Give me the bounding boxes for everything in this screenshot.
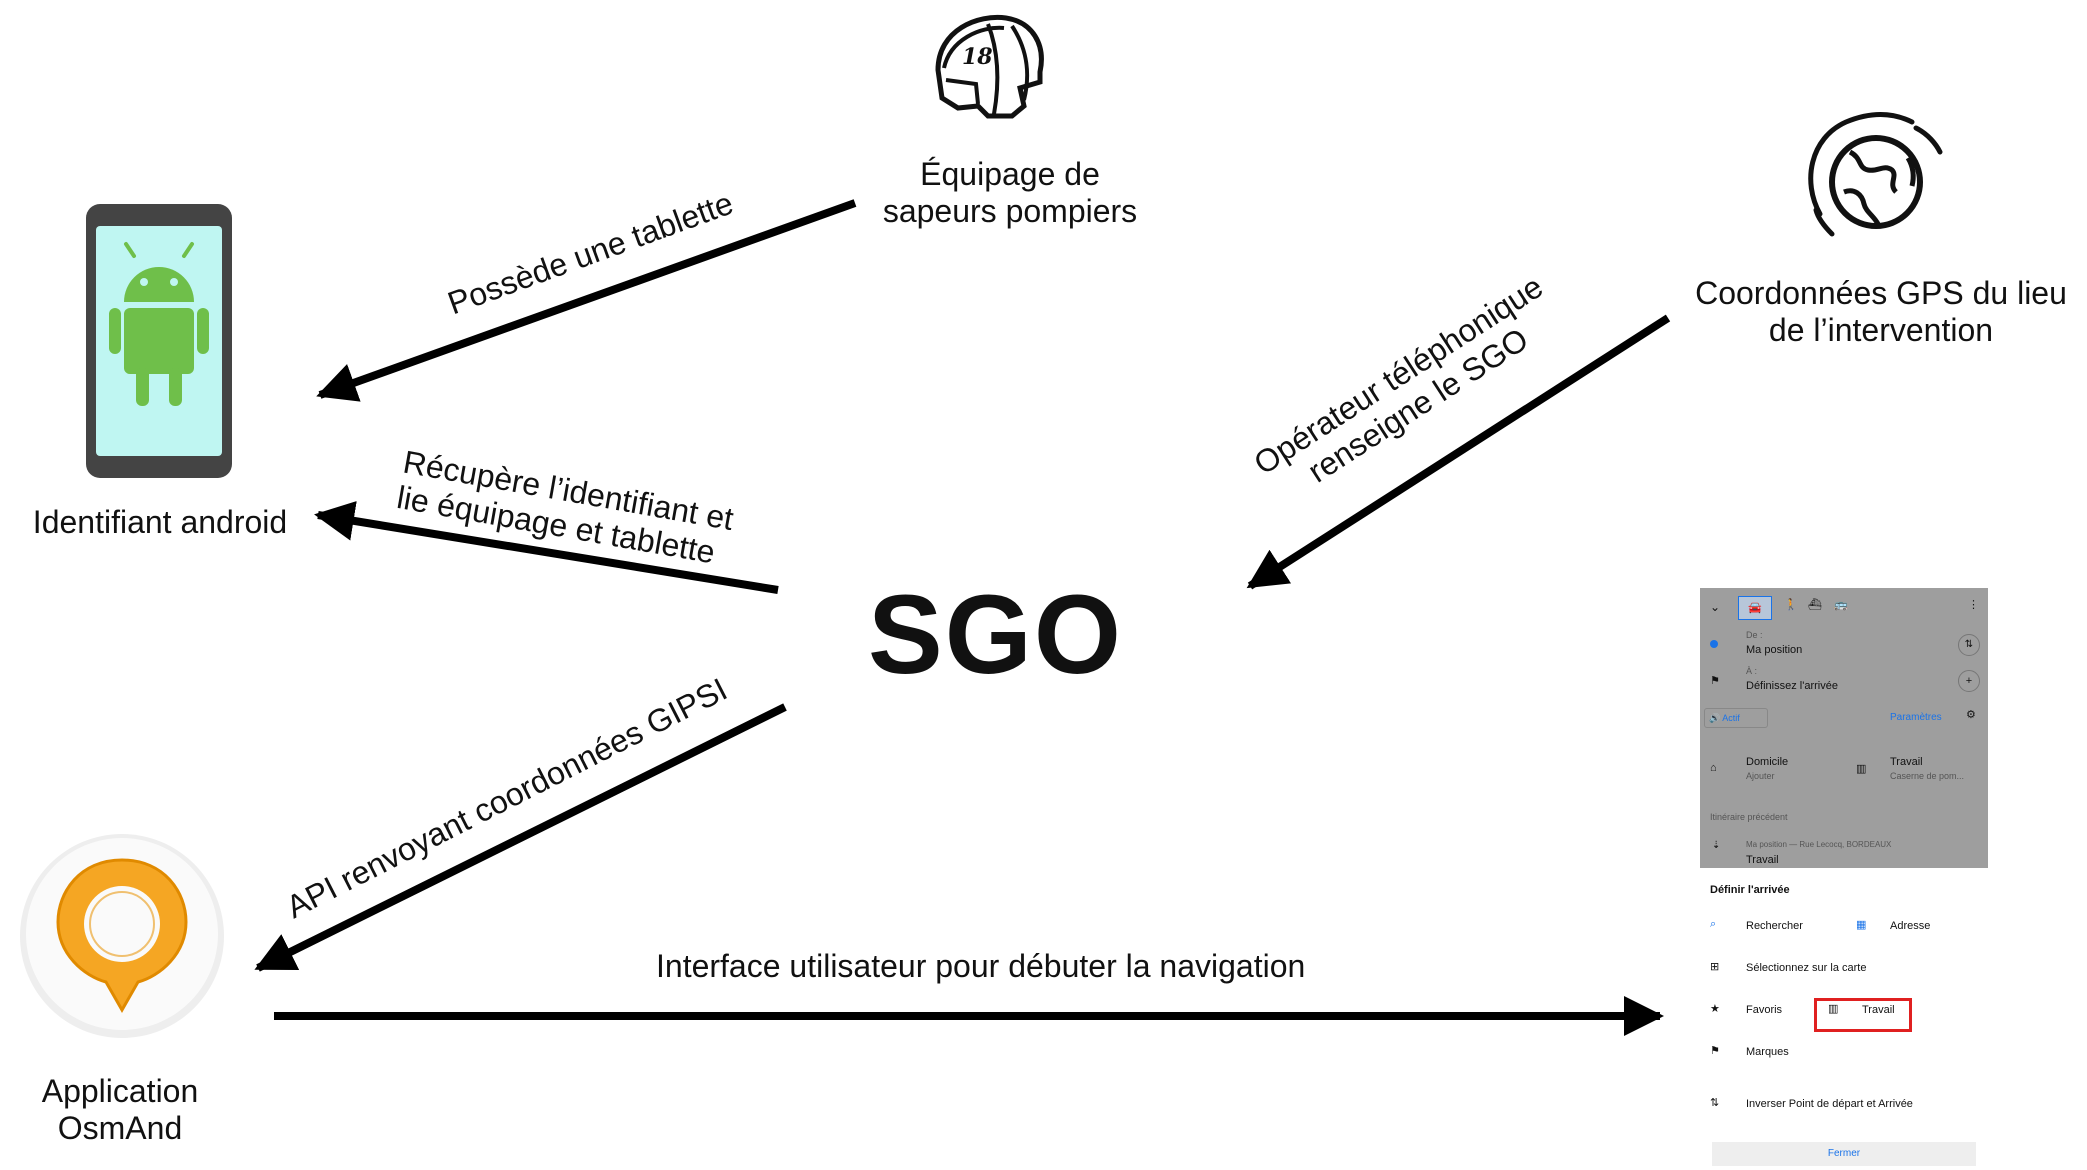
previous-route: Itinéraire précédent ⇣ Ma position — Rue… (1700, 810, 1988, 866)
boat-mode-icon[interactable]: ⛴ (1808, 599, 1822, 611)
highlight-box (1814, 998, 1912, 1032)
swap-arrows-icon: ⇅ (1710, 1097, 1720, 1109)
android-tablet-icon (86, 204, 232, 478)
previous-to[interactable]: Travail (1746, 854, 1779, 866)
address-icon: ▦ (1856, 919, 1867, 931)
building-icon: ▥ (1856, 763, 1867, 775)
osmand-route-screen: ⌄ 🚘 🚶 ⛴ 🚌 ⋮ De : Ma position ⇅ ⚑ À : Déf… (1700, 588, 1988, 1170)
crew-label-line2: sapeurs pompiers (882, 193, 1138, 229)
favorites-option-row: ★ Favoris ▥ Travail (1700, 1002, 1988, 1028)
route-options-bar: 🔊 Actif Paramètres ⚙ (1700, 706, 1988, 730)
add-icon[interactable]: + (1958, 670, 1980, 692)
to-value: Définissez l'arrivée (1746, 680, 1838, 692)
flag-icon: ⚑ (1710, 675, 1720, 687)
markers-option: Marques (1746, 1046, 1789, 1058)
mode-chip-label: Actif (1722, 713, 1740, 723)
swap-option: Inverser Point de départ et Arrivée (1746, 1098, 1913, 1110)
gps-label-line2: de l’intervention (1768, 312, 1994, 348)
from-label: De : (1746, 630, 1763, 640)
location-dot-icon (1710, 640, 1718, 648)
android-label: Identifiant android (32, 504, 288, 540)
osmand-app-icon (20, 834, 224, 1038)
osmand-label-line1: Application (41, 1073, 199, 1109)
home-sub: Ajouter (1746, 771, 1775, 781)
map-select-icon: ⊞ (1710, 961, 1720, 973)
home-title[interactable]: Domicile (1746, 756, 1789, 768)
sheet-title: Définir l'arrivée (1710, 884, 1790, 896)
osmand-label: Application OsmAnd (0, 1073, 240, 1147)
to-label: À : (1746, 666, 1758, 676)
select-map-row[interactable]: ⊞ Sélectionnez sur la carte (1700, 960, 1988, 986)
swap-row[interactable]: ⇅ Inverser Point de départ et Arrivée (1700, 1096, 1988, 1122)
settings-link[interactable]: Paramètres (1890, 712, 1942, 723)
favorite-work-icon: ▥ (1828, 1003, 1839, 1015)
gear-icon[interactable]: ⚙ (1966, 709, 1976, 721)
close-button[interactable]: Fermer (1712, 1142, 1976, 1166)
search-row: ⌕ Rechercher ▦ Adresse (1700, 918, 1988, 944)
address-option[interactable]: Adresse (1890, 920, 1931, 932)
search-icon: ⌕ (1710, 918, 1717, 930)
previous-from: Ma position — Rue Lecocq, BORDEAUX (1746, 840, 1892, 849)
mode-chip[interactable]: 🔊 Actif (1704, 708, 1768, 728)
markers-row[interactable]: ⚑ Marques (1700, 1044, 1988, 1070)
work-sub: Caserne de pom... (1890, 771, 1965, 781)
dimmed-background: ⌄ 🚘 🚶 ⛴ 🚌 ⋮ De : Ma position ⇅ ⚑ À : Déf… (1700, 588, 1988, 868)
edge-crew-to-android (316, 199, 857, 402)
osmand-label-line2: OsmAnd (57, 1110, 183, 1146)
favorites-row: ⌂ Domicile Ajouter ▥ Travail Caserne de … (1700, 750, 1988, 792)
work-title[interactable]: Travail (1890, 756, 1923, 768)
favorite-work-chip[interactable]: Travail (1862, 1004, 1895, 1016)
gps-label-line1: Coordonnées GPS du lieu (1695, 275, 2067, 311)
from-value: Ma position (1746, 644, 1803, 656)
edge-gps-to-sgo (1246, 314, 1671, 590)
flag-marker-icon: ⚑ (1710, 1045, 1720, 1057)
car-mode-icon[interactable]: 🚘 (1738, 596, 1772, 620)
favorites-option[interactable]: Favoris (1746, 1004, 1783, 1016)
from-field[interactable]: De : Ma position ⇅ (1700, 628, 1988, 662)
speaker-icon: 🔊 (1709, 713, 1721, 723)
globe-gps-icon (1808, 112, 1943, 237)
route-icon: ⇣ (1712, 840, 1721, 851)
bus-mode-icon[interactable]: 🚌 (1834, 599, 1848, 611)
transport-mode-bar: ⌄ 🚘 🚶 ⛴ 🚌 ⋮ (1700, 596, 1988, 622)
swap-icon[interactable]: ⇅ (1958, 634, 1980, 656)
crew-label-line1: Équipage de (920, 156, 1100, 192)
to-field[interactable]: ⚑ À : Définissez l'arrivée + (1700, 664, 1988, 698)
edge-sgo-to-osmand (254, 703, 787, 972)
select-on-map-option: Sélectionnez sur la carte (1746, 962, 1867, 974)
chevron-down-icon[interactable]: ⌄ (1710, 600, 1721, 614)
edge-sgo-to-android (314, 501, 779, 594)
android-robot-icon (109, 242, 209, 406)
crew-label: Équipage de sapeurs pompiers (840, 156, 1180, 230)
walk-mode-icon[interactable]: 🚶 (1784, 599, 1798, 611)
star-icon: ★ (1710, 1003, 1720, 1015)
firefighter-helmet-icon: 18 (935, 14, 1044, 119)
gps-label: Coordonnées GPS du lieu de l’interventio… (1676, 275, 2086, 349)
previous-header: Itinéraire précédent (1710, 812, 1788, 822)
edge-label-osmand-to-ui: Interface utilisateur pour débuter la na… (656, 948, 1306, 984)
helmet-number: 18 (962, 44, 993, 70)
search-option[interactable]: Rechercher (1746, 920, 1803, 932)
sgo-node: SGO (868, 572, 1123, 697)
more-icon[interactable]: ⋮ (1968, 599, 1979, 611)
home-icon: ⌂ (1710, 762, 1717, 774)
